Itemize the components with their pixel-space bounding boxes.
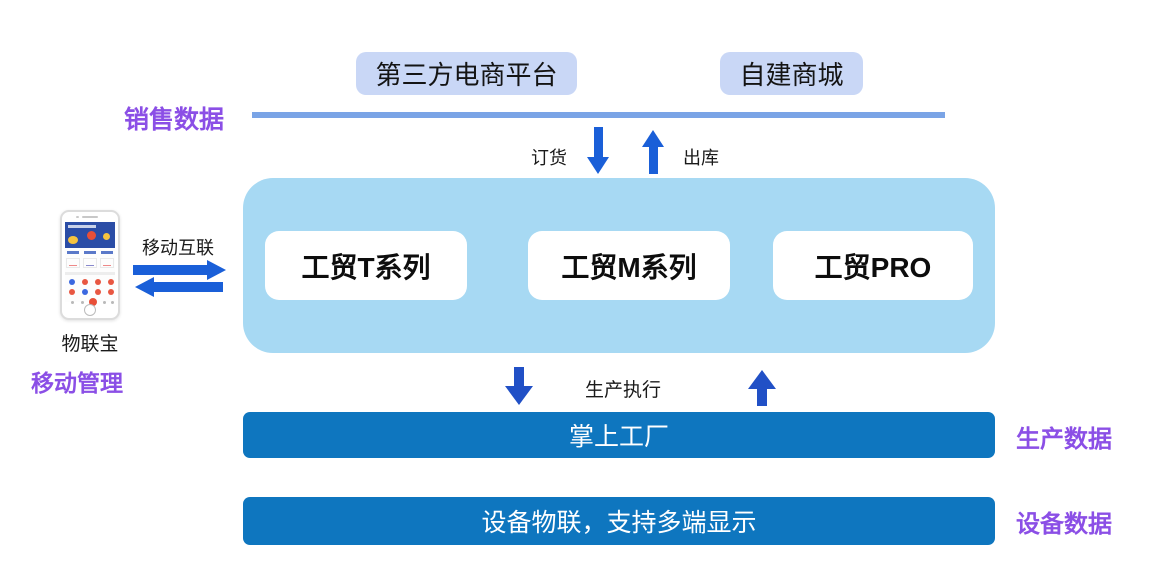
self-built-mall-box: 自建商城 [720, 52, 863, 95]
order-label: 订货 [531, 148, 567, 168]
phone-home-button [84, 304, 96, 316]
sales-data-line [252, 112, 945, 118]
device-iot-bar: 设备物联，支持多端显示 [243, 497, 995, 545]
outbound-label: 出库 [683, 148, 719, 168]
phone-speaker [82, 216, 98, 218]
sales-data-label: 销售数据 [124, 106, 225, 134]
mobile-management-label: 移动管理 [31, 370, 123, 396]
phone-camera-dot [76, 216, 79, 218]
product-box-m-series: 工贸M系列 [528, 231, 730, 300]
production-exec-label: 生产执行 [585, 380, 662, 401]
product-box-t-series: 工贸T系列 [265, 231, 467, 300]
phone-icon [60, 210, 120, 320]
third-party-ecommerce-box: 第三方电商平台 [356, 52, 577, 95]
product-box-pro: 工贸PRO [773, 231, 973, 300]
phone-screen [65, 222, 115, 306]
device-data-label: 设备数据 [1016, 511, 1112, 538]
mobile-link-label: 移动互联 [142, 238, 214, 258]
iot-app-name-label: 物联宝 [61, 334, 119, 355]
phone-app-header [65, 222, 115, 248]
handheld-factory-bar: 掌上工厂 [243, 412, 995, 458]
production-data-label: 生产数据 [1016, 426, 1112, 453]
